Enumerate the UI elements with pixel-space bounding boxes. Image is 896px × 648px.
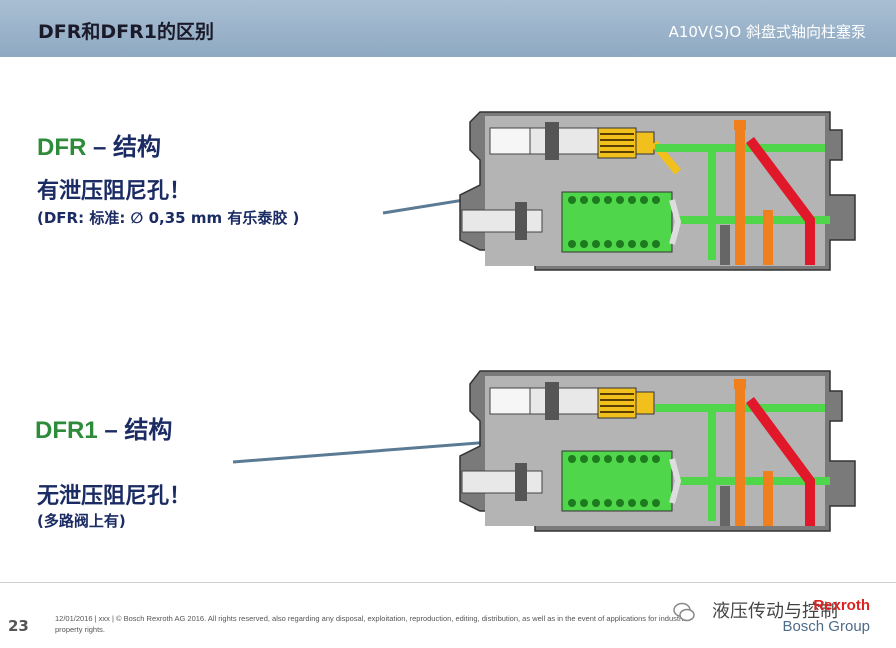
brand-logo: Rexroth: [813, 597, 870, 614]
footer-legal-text: 12/01/2016 | xxx | © Bosch Rexroth AG 20…: [55, 614, 689, 634]
dfr-label-suffix: – 结构: [86, 134, 162, 161]
dfr-label: DFR – 结构: [37, 127, 161, 162]
dfr-note-detail: (DFR: 标准: ∅ 0,35 mm 有乐泰胶 ): [37, 209, 300, 227]
dfr1-label-name: DFR1: [35, 417, 98, 444]
dfr-note-main: 有泄压阻尼孔！: [37, 178, 192, 204]
dfr-label-name: DFR: [37, 134, 87, 161]
footer-divider: [0, 582, 896, 583]
dfr1-note-main: 无泄压阻尼孔！: [37, 483, 192, 509]
slide-header: DFR和DFR1的区别 A10V(S)O 斜盘式轴向柱塞泵: [0, 0, 896, 57]
dfr1-note-detail: (多路阀上有): [37, 512, 126, 530]
dfr1-valve-diagram: [459, 370, 856, 532]
dfr1-label-suffix: – 结构: [97, 417, 173, 444]
page-number: 23: [8, 617, 29, 635]
product-title: A10V(S)O 斜盘式轴向柱塞泵: [668, 23, 866, 41]
dfr1-label: DFR1 – 结构: [35, 410, 172, 445]
dfr-valve-diagram: [459, 111, 856, 271]
group-name: Bosch Group: [782, 618, 870, 635]
watermark-text: 液压传动与控制: [712, 601, 838, 622]
slide-title: DFR和DFR1的区别: [38, 21, 214, 43]
wechat-icon: [673, 602, 695, 622]
